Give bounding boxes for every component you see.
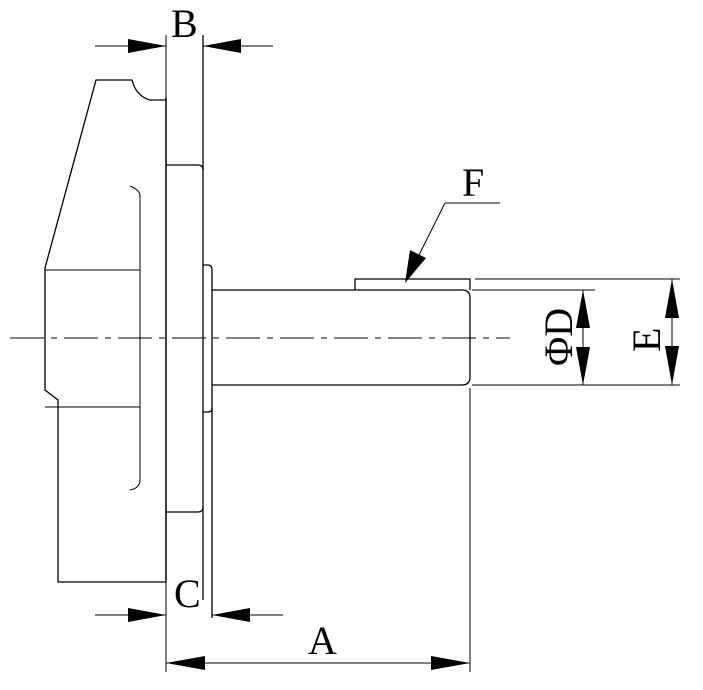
label-e: E	[624, 328, 669, 352]
shaft-key	[354, 278, 471, 290]
flange-plate	[165, 35, 204, 600]
dimension-b	[95, 35, 273, 98]
dimension-a	[165, 388, 471, 672]
dimension-c	[95, 582, 283, 622]
label-c: C	[174, 571, 201, 616]
label-d: ΦD	[536, 308, 581, 366]
housing-outline	[44, 79, 167, 583]
label-f: F	[462, 160, 484, 205]
label-b: B	[171, 1, 198, 46]
shaft-collar	[203, 264, 213, 618]
leader-f	[405, 202, 500, 283]
label-a: A	[308, 618, 337, 663]
dimension-e	[472, 278, 680, 386]
